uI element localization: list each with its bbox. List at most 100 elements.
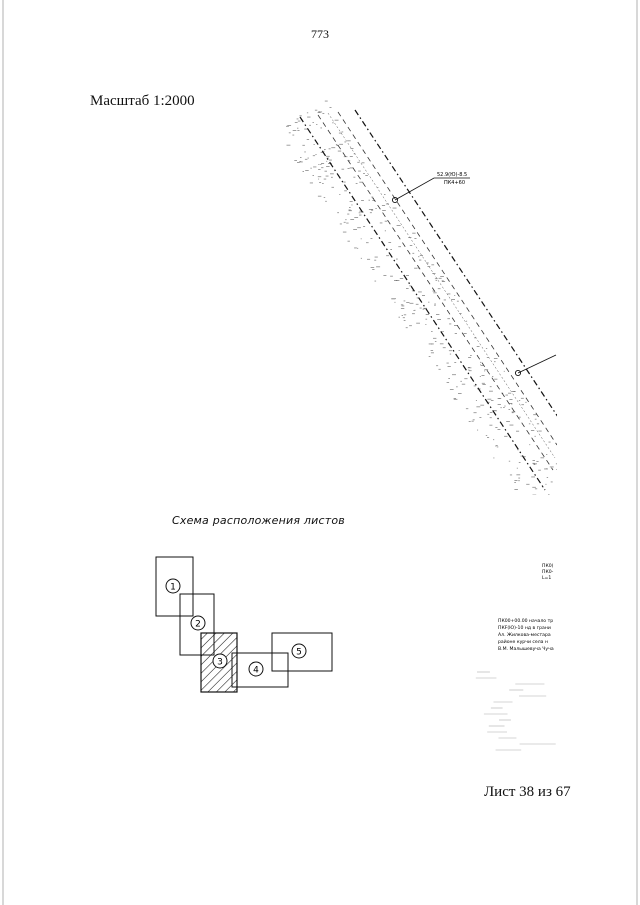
survey-dot — [288, 132, 291, 134]
survey-dot — [442, 347, 446, 349]
survey-dot — [557, 454, 558, 455]
survey-dot — [318, 111, 323, 113]
survey-dot — [430, 350, 434, 351]
survey-dot — [518, 480, 520, 482]
schema-sheet-label-2: 2 — [195, 620, 201, 630]
survey-dot — [370, 267, 375, 268]
survey-dot — [449, 323, 452, 325]
survey-dot — [466, 320, 468, 322]
survey-dot — [494, 361, 496, 363]
survey-dot — [370, 238, 373, 239]
survey-dot — [520, 455, 522, 457]
survey-dot — [374, 259, 377, 261]
survey-dot — [372, 269, 375, 270]
survey-dot — [294, 160, 297, 161]
survey-dot — [329, 107, 332, 108]
survey-dot — [318, 169, 321, 170]
survey-dot — [297, 127, 299, 129]
survey-dot — [384, 230, 386, 232]
survey-dot — [526, 483, 530, 485]
survey-dot — [372, 200, 376, 201]
survey-dot — [511, 411, 516, 413]
survey-dot — [359, 214, 362, 216]
survey-dot — [349, 207, 351, 208]
survey-dot — [374, 280, 377, 282]
survey-dot — [447, 318, 450, 320]
survey-dot — [349, 156, 353, 157]
note-line-1: ПК00+00.00 начало тр — [498, 618, 553, 624]
survey-dot — [299, 161, 302, 162]
survey-dot — [521, 404, 524, 406]
survey-dot — [403, 300, 406, 302]
survey-dot — [324, 149, 326, 150]
survey-dot — [296, 118, 299, 120]
survey-dot — [343, 221, 346, 223]
survey-dot — [297, 130, 300, 131]
schema-sheet-label-5: 5 — [296, 648, 302, 658]
survey-dot — [468, 367, 470, 368]
survey-dot — [495, 445, 497, 447]
survey-dot — [532, 486, 536, 488]
survey-dot — [481, 382, 485, 384]
survey-dot — [307, 157, 309, 159]
survey-dot — [375, 208, 377, 209]
route-axis — [327, 112, 556, 459]
route-label-line2: ПК4+60 — [444, 180, 465, 186]
survey-dot — [524, 456, 526, 458]
survey-dot — [409, 302, 414, 304]
survey-dot — [500, 407, 502, 409]
survey-dot — [423, 308, 427, 309]
survey-dot — [473, 412, 477, 414]
survey-dot — [432, 290, 435, 292]
survey-dot — [363, 173, 365, 174]
survey-dot — [431, 264, 435, 266]
survey-dot — [347, 240, 350, 242]
schema-sheet-marker-4 — [248, 661, 264, 677]
survey-dot — [419, 259, 422, 261]
page-number: 773 — [311, 27, 329, 41]
survey-dot — [449, 353, 452, 355]
survey-dot — [467, 367, 472, 369]
survey-dot — [386, 255, 390, 257]
survey-dot — [527, 503, 531, 504]
survey-dot — [395, 280, 400, 281]
survey-dot — [550, 481, 553, 483]
survey-dot — [371, 209, 373, 211]
survey-dot — [482, 384, 486, 385]
survey-dot — [475, 400, 477, 401]
survey-dot — [374, 256, 378, 258]
survey-dot — [299, 161, 303, 163]
survey-dot — [571, 487, 574, 488]
survey-dot — [463, 333, 467, 334]
note-line-2: ПКF(Ю)-10 нд в грани — [498, 625, 551, 631]
survey-dot — [489, 417, 492, 419]
survey-dot — [348, 160, 351, 162]
sheet-label: Лист 38 из 67 — [484, 784, 571, 800]
survey-dot — [409, 245, 413, 246]
survey-dot — [452, 374, 456, 376]
survey-dot — [425, 318, 428, 320]
survey-dot — [312, 175, 314, 176]
survey-dot — [533, 463, 537, 465]
survey-dot — [509, 424, 514, 426]
survey-dot — [344, 190, 347, 192]
schema-sheet-marker-3 — [212, 653, 228, 669]
survey-dot — [428, 343, 433, 345]
survey-dot — [376, 266, 381, 268]
survey-dot — [460, 380, 462, 382]
survey-dot — [307, 116, 311, 118]
schema-sheet-frame-4 — [231, 652, 289, 688]
survey-dot — [417, 267, 420, 269]
survey-dot — [532, 462, 535, 464]
survey-dot — [559, 492, 563, 493]
survey-dot — [509, 403, 513, 404]
survey-dot — [433, 337, 437, 339]
survey-dot — [422, 308, 425, 310]
survey-dot — [517, 497, 519, 498]
survey-dot — [532, 494, 537, 495]
survey-dot — [487, 413, 490, 415]
survey-dot — [516, 467, 518, 469]
survey-dot — [320, 164, 322, 165]
survey-dot — [495, 427, 498, 428]
survey-dot — [567, 475, 569, 476]
